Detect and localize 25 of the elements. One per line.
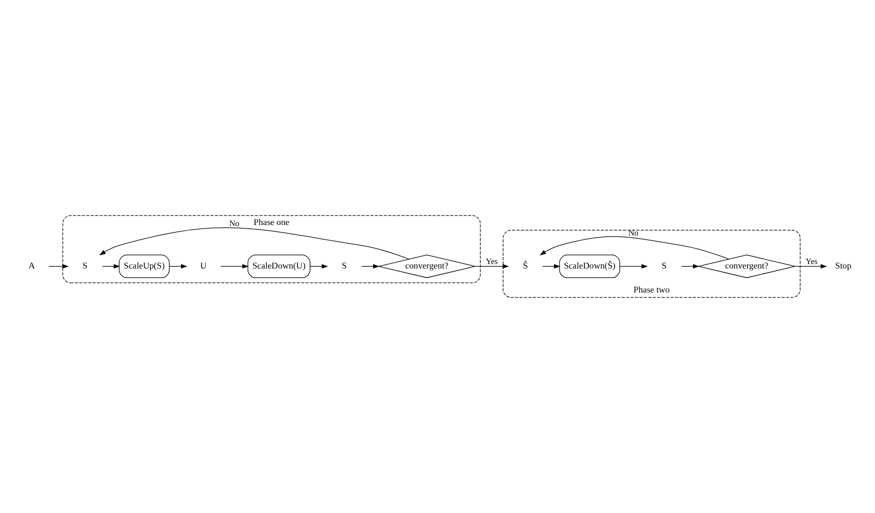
node-box: ScaleDown(Ŝ) bbox=[559, 254, 620, 278]
arrow bbox=[542, 264, 560, 269]
node-text: S bbox=[342, 260, 347, 271]
arrow bbox=[99, 227, 410, 260]
arrow bbox=[168, 264, 188, 269]
node-diamond: convergent? bbox=[698, 254, 796, 278]
arrow bbox=[794, 264, 828, 269]
arrow bbox=[620, 264, 648, 269]
node-box: ScaleDown(U) bbox=[248, 254, 310, 278]
arrow bbox=[102, 264, 120, 269]
node-diamond: convergent? bbox=[378, 254, 476, 278]
node-box: ScaleUp(S) bbox=[118, 254, 170, 278]
node-text: S bbox=[662, 260, 667, 271]
node-text: Ŝ bbox=[522, 260, 528, 271]
node-text: U bbox=[200, 260, 207, 271]
node-text: A bbox=[28, 260, 35, 271]
arrow bbox=[220, 264, 249, 269]
arrow bbox=[48, 264, 69, 269]
node-text: S bbox=[82, 260, 88, 271]
arrow bbox=[540, 236, 730, 260]
arrow bbox=[361, 264, 380, 269]
arrow bbox=[681, 264, 700, 269]
arrow bbox=[310, 264, 328, 269]
node-text: Stop bbox=[835, 260, 852, 271]
arrow bbox=[474, 264, 510, 269]
